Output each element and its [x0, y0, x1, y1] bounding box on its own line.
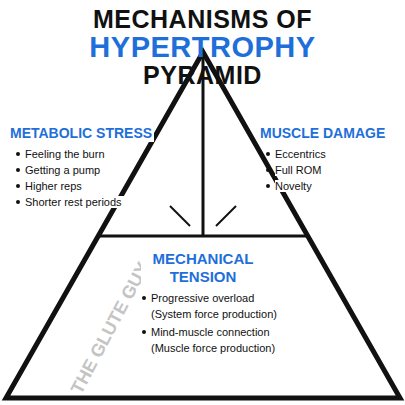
bullet-text: Getting a pump — [25, 164, 102, 176]
pyramid-section: METABOLIC STRESS Feeling the burnGetting … — [8, 124, 173, 210]
section-heading: MUSCLE DAMAGE — [258, 125, 387, 142]
pyramid-section: MUSCLE DAMAGE EccentricsFull ROM Novelty — [258, 124, 401, 194]
bullet-dot — [266, 168, 270, 172]
bullet-row: Feeling the burn — [8, 146, 173, 162]
bullet-dot — [16, 200, 20, 204]
heading-wrap: METABOLIC STRESS — [8, 124, 173, 142]
section-heading: MECHANICAL TENSION — [141, 250, 265, 286]
bullet-row: Full ROM — [258, 162, 401, 178]
bullet-row: (Muscle force production) — [112, 340, 294, 356]
bullet-dot — [266, 152, 270, 156]
pyramid-outline — [6, 52, 400, 398]
bullet-text: Feeling the burn — [25, 148, 107, 160]
bullet-text: Shorter rest periods — [25, 196, 124, 208]
pointer-line — [170, 206, 190, 226]
pyramid-section: MECHANICAL TENSION Progressive overload (S… — [112, 250, 294, 356]
bullet-text: Full ROM — [275, 164, 323, 176]
bullet-row: Progressive overload — [112, 290, 294, 306]
title-highlight: HYPERTROPHY — [0, 32, 405, 62]
bullet-dot — [142, 296, 146, 300]
pointer-line — [216, 206, 236, 226]
bullet-dot — [142, 330, 146, 334]
bullet-row: Higher reps — [8, 178, 173, 194]
bullet-row: (System force production) — [112, 306, 294, 322]
bullet-text: (System force production) — [151, 308, 279, 320]
divider-horizontal — [99, 235, 307, 238]
bullet-dot — [16, 168, 20, 172]
bullet-text: Mind-muscle connection — [151, 326, 272, 338]
bullet-dot — [266, 184, 270, 188]
heading-wrap: MECHANICAL TENSION — [112, 250, 294, 286]
bullet-row: Mind-muscle connection — [112, 324, 294, 340]
bullet-text: Eccentrics — [275, 148, 328, 160]
heading-wrap: MUSCLE DAMAGE — [258, 124, 401, 142]
bullet-dot — [16, 184, 20, 188]
bullet-dot — [16, 152, 20, 156]
bullet-text: Progressive overload — [151, 292, 256, 304]
title-line: MECHANISMS OF — [0, 6, 405, 33]
bullet-text: (Muscle force production) — [151, 342, 277, 354]
section-heading: METABOLIC STRESS — [8, 125, 154, 142]
bullet-row: Eccentrics — [258, 146, 401, 162]
bullet-row: Shorter rest periods — [8, 194, 173, 210]
bullet-text: Higher reps — [25, 180, 84, 192]
bullet-row: Getting a pump — [8, 162, 173, 178]
bullet-text: Novelty — [275, 180, 314, 192]
title-line: PYRAMID — [0, 62, 405, 89]
bullet-row: Novelty — [258, 178, 401, 194]
